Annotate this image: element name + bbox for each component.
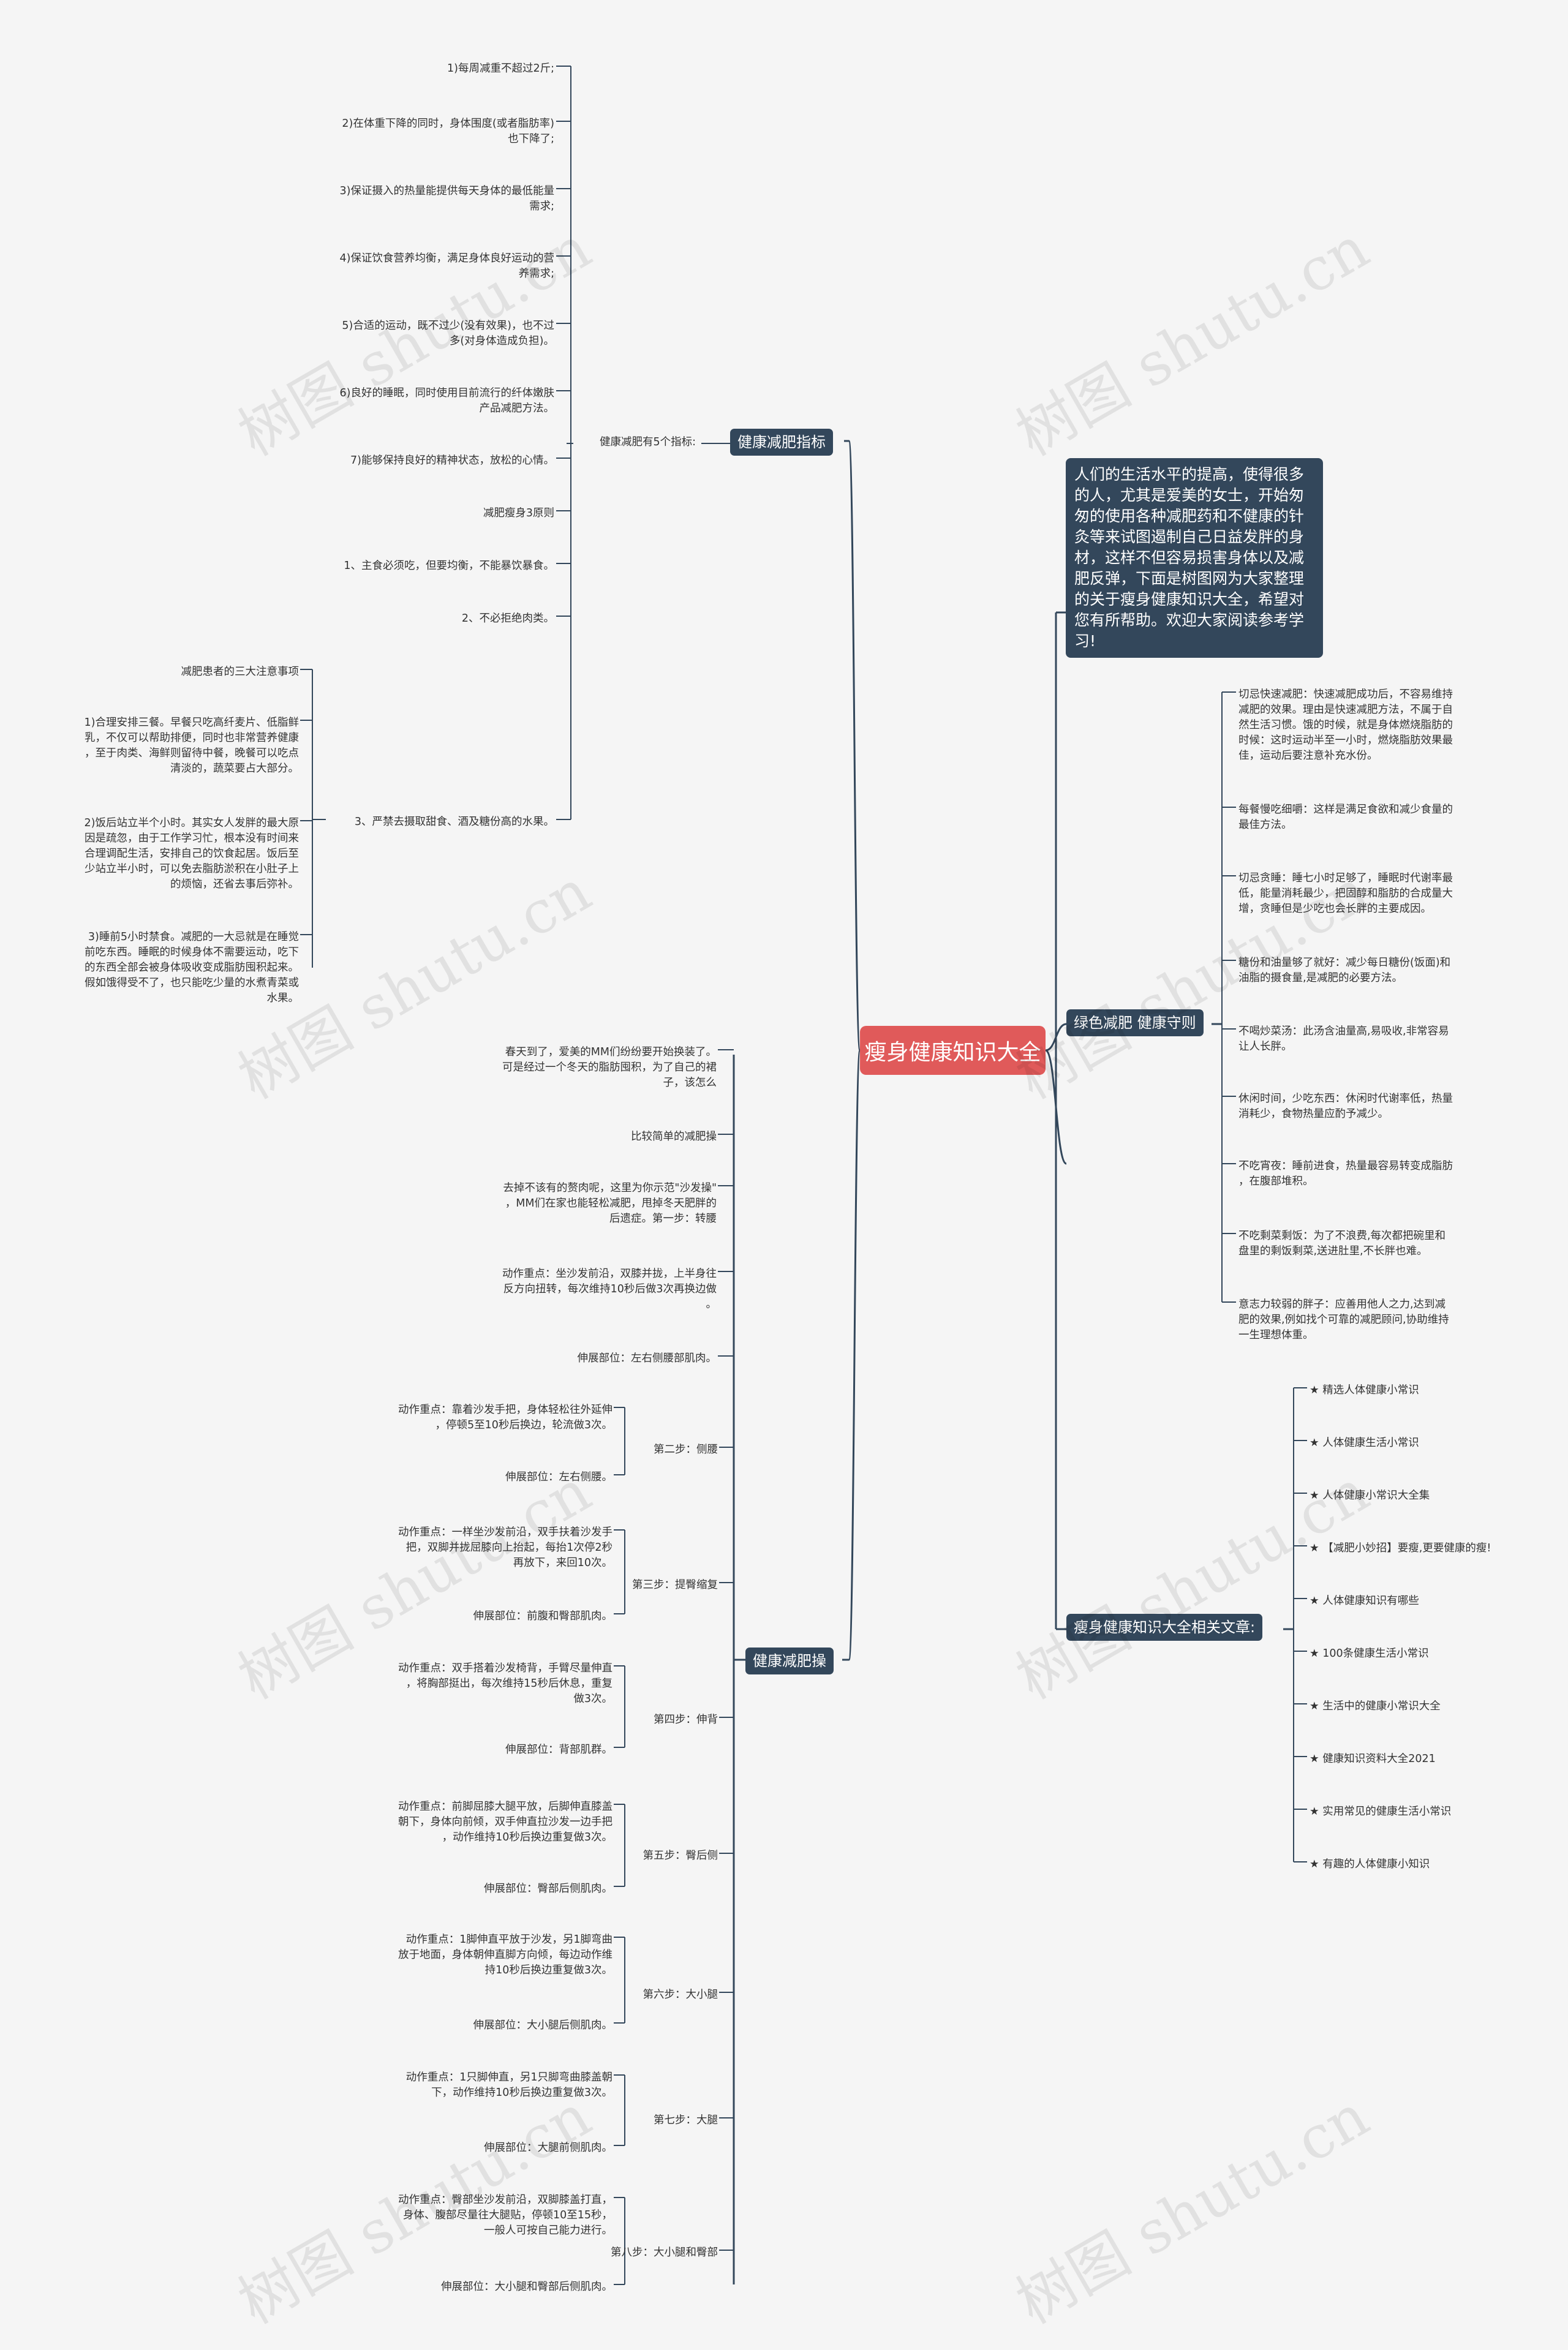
exercise-step-action: 动作重点：1只脚伸直，另1只脚弯曲膝盖朝 下，动作维持10秒后换边重复做3次。 xyxy=(405,2071,612,2099)
indicator-item: 5)合适的运动，既不过少(没有效果)，也不过 多(对身体造成负担)。 xyxy=(342,320,554,347)
exercise-step-action: 动作重点：前脚屈膝大腿平放，后脚伸直膝盖 朝下，身体向前倾，双手伸直拉沙发一边手… xyxy=(398,1801,612,1843)
health-rule: 切忌快速减肥：快速减肥成功后，不容易维持 减肥的效果。理由是快速减肥方法，不属于… xyxy=(1238,688,1453,762)
exercise-step-area: 伸展部位：大小腿后侧肌肉。 xyxy=(473,2019,613,2032)
exercise-step-area: 伸展部位：左右侧腰。 xyxy=(505,1471,612,1483)
health-rule: 不喝炒菜汤：此汤含油量高,易吸收,非常容易 让人长胖。 xyxy=(1238,1025,1449,1053)
related-article-link[interactable]: ★ 100条健康生活小常识 xyxy=(1310,1648,1429,1660)
exercise-step-action: 动作重点：1脚伸直平放于沙发，另1脚弯曲 放于地面，身体朝伸直脚方向倾，每边动作… xyxy=(398,1934,612,1976)
exercise-step-label: 第七步：大腿 xyxy=(654,2114,718,2126)
exercise-text: 去掉不该有的赘肉呢，这里为你示范"沙发操" ，MM们在家也能轻松减肥，甩掉冬天肥… xyxy=(503,1182,717,1225)
exercise-step-label: 第二步：侧腰 xyxy=(654,1444,718,1456)
health-rule: 不吃剩菜剩饭：为了不浪费,每次都把碗里和 盘里的剩饭剩菜,送进肚里,不长胖也难。 xyxy=(1238,1230,1446,1257)
indicator-item: 3、严禁去摄取甜食、酒及糖份高的水果。 xyxy=(354,816,554,828)
exercise-step-action: 动作重点：臀部坐沙发前沿，双脚膝盖打直， 身体、腹部尽量往大腿贴，停顿10至15… xyxy=(398,2194,612,2237)
exercise-text: 比较简单的减肥操 xyxy=(631,1131,717,1143)
health-rule: 意志力较弱的胖子：应善用他人之力,达到减 肥的效果,例如找个可靠的减肥顾问,协助… xyxy=(1238,1298,1449,1341)
indicator-item: 2、不必拒绝肉类。 xyxy=(461,612,554,625)
exercise-step-area: 伸展部位：大小腿和臀部后侧肌肉。 xyxy=(441,2281,612,2293)
indicator-item: 4)保证饮食营养均衡，满足身体良好运动的营 养需求; xyxy=(339,252,554,280)
intro-note: 人们的生活水平的提高，使得很多的人，尤其是爱美的女士，开始匆匆的使用各种减肥药和… xyxy=(1066,458,1323,658)
related-article-link[interactable]: ★ 【减肥小妙招】要瘦,更要健康的瘦! xyxy=(1310,1542,1491,1554)
related-article-link[interactable]: ★ 精选人体健康小常识 xyxy=(1310,1384,1419,1396)
related-article-link[interactable]: ★ 有趣的人体健康小知识 xyxy=(1310,1858,1430,1870)
related-article-link[interactable]: ★ 人体健康生活小常识 xyxy=(1310,1437,1419,1449)
indicator-item: 减肥瘦身3原则 xyxy=(483,507,554,519)
branch-slimming-exercise[interactable]: 健康减肥操 xyxy=(745,1648,834,1674)
note-item: 3)睡前5小时禁食。减肥的一大忌就是在睡觉 前吃东西。睡眠的时候身体不需要运动，… xyxy=(85,931,299,1004)
health-rule: 不吃宵夜：睡前进食，热量最容易转变成脂肪 ，在腹部堆积。 xyxy=(1238,1160,1453,1188)
exercise-step-area: 伸展部位：背部肌群。 xyxy=(505,1744,612,1756)
exercise-step-area: 伸展部位：大腿前侧肌肉。 xyxy=(484,2142,612,2154)
indicator-item: 2)在体重下降的同时，身体围度(或者脂肪率) 也下降了; xyxy=(342,118,554,145)
exercise-text: 动作重点：坐沙发前沿，双膝并拢，上半身往 反方向扭转，每次维持10秒后做3次再换… xyxy=(502,1268,717,1311)
exercise-step-area: 伸展部位：前腹和臀部肌肉。 xyxy=(473,1610,613,1622)
branch-green-rules[interactable]: 绿色减肥 健康守则 xyxy=(1066,1009,1204,1036)
health-rule: 休闲时间，少吃东西：休闲时代谢率低，热量 消耗少，食物热量应酌予减少。 xyxy=(1238,1093,1453,1120)
exercise-step-action: 动作重点：双手搭着沙发椅背，手臂尽量伸直 ，将胸部挺出，每次维持15秒后休息，重… xyxy=(398,1662,612,1705)
indicator-header: 健康减肥有5个指标: xyxy=(599,436,696,448)
exercise-step-label: 第四步：伸背 xyxy=(654,1714,718,1726)
health-rule: 每餐慢吃细嚼：这样是满足食欲和减少食量的 最佳方法。 xyxy=(1238,804,1453,831)
note-item: 1)合理安排三餐。早餐只吃高纤麦片、低脂鲜 乳，不仅可以帮助排便，同时也非常营养… xyxy=(84,717,299,775)
indicator-item: 6)良好的睡眠，同时使用目前流行的纤体嫩肤 产品减肥方法。 xyxy=(339,387,554,415)
branch-health-indicators[interactable]: 健康减肥指标 xyxy=(730,429,833,456)
related-article-link[interactable]: ★ 生活中的健康小常识大全 xyxy=(1310,1700,1441,1712)
exercise-step-action: 动作重点：一样坐沙发前沿，双手扶着沙发手 把，双脚并拢屈膝向上抬起，每抬1次停2… xyxy=(398,1526,612,1569)
indicator-item: 7)能够保持良好的精神状态，放松的心情。 xyxy=(350,454,554,467)
exercise-step-label: 第三步：提臀缩复 xyxy=(632,1579,718,1591)
note-item: 减肥患者的三大注意事项 xyxy=(181,666,300,678)
branch-related-articles[interactable]: 瘦身健康知识大全相关文章: xyxy=(1066,1614,1263,1641)
exercise-step-action: 动作重点：靠着沙发手把，身体轻松往外延伸 ，停顿5至10秒后换边，轮流做3次。 xyxy=(398,1404,612,1431)
related-article-link[interactable]: ★ 人体健康知识有哪些 xyxy=(1310,1595,1419,1607)
health-rule: 切忌贪睡：睡七小时足够了，睡眠时代谢率最 低，能量消耗最少，把固醇和脂肪的合成量… xyxy=(1238,872,1453,915)
indicator-item: 3)保证摄入的热量能提供每天身体的最低能量 需求; xyxy=(339,185,554,213)
indicator-item: 1)每周减重不超过2斤; xyxy=(447,62,554,75)
exercise-text: 春天到了，爱美的MM们纷纷要开始换装了。 可是经过一个冬天的脂肪囤积，为了自己的… xyxy=(502,1046,717,1089)
indicator-item: 1、主食必须吃，但要均衡，不能暴饮暴食。 xyxy=(344,560,554,572)
note-item: 2)饭后站立半个小时。其实女人发胖的最大原 因是疏忽，由于工作学习忙，根本没有时… xyxy=(84,817,299,891)
root-topic[interactable]: 瘦身健康知识大全 xyxy=(860,1026,1046,1075)
related-article-link[interactable]: ★ 实用常见的健康生活小常识 xyxy=(1310,1806,1452,1818)
exercise-step-label: 第八步：大小腿和臀部 xyxy=(611,2246,718,2259)
exercise-step-label: 第六步：大小腿 xyxy=(643,1989,718,2001)
exercise-step-label: 第五步：臀后侧 xyxy=(643,1850,718,1862)
related-article-link[interactable]: ★ 人体健康小常识大全集 xyxy=(1310,1489,1430,1502)
exercise-step-area: 伸展部位：臀部后侧肌肉。 xyxy=(484,1883,612,1895)
exercise-text: 伸展部位：左右侧腰部肌肉。 xyxy=(577,1352,717,1365)
related-article-link[interactable]: ★ 健康知识资料大全2021 xyxy=(1310,1753,1436,1765)
health-rule: 糖份和油量够了就好：减少每日糖份(饭面)和 油脂的摄食量,是减肥的必要方法。 xyxy=(1238,957,1451,984)
